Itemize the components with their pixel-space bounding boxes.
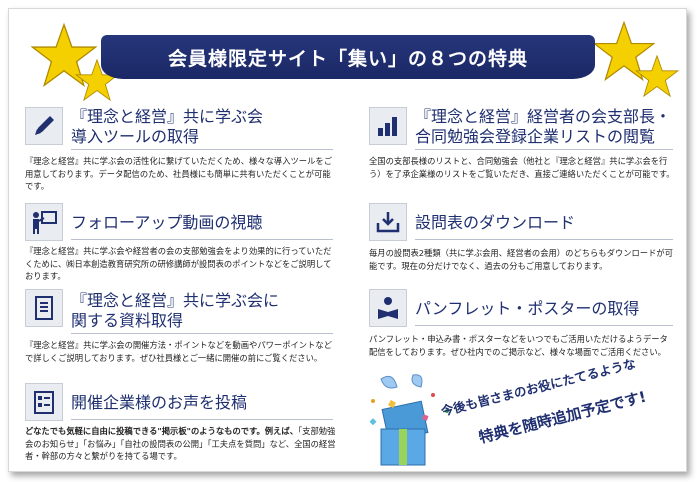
divider — [71, 239, 333, 240]
download-icon — [369, 203, 407, 241]
divider — [415, 325, 673, 326]
gift-box-icon — [363, 371, 483, 471]
star-icon — [593, 21, 655, 81]
feature-6-title: パンフレット・ポスターの取得 — [415, 299, 640, 318]
feature-7-desc-bold: どなたでも気軽に自由に投稿できる"掲示板"のようなものです。例えば、 — [25, 426, 298, 436]
feature-4-desc: 毎月の設問表2種類（共に学ぶ会用、経営者の会用）のどちらもダウンロードが可能です… — [369, 248, 673, 271]
feature-6-desc: パンフレット・申込み書・ポスターなどをいつでもご活用いただけるようデータ配信をし… — [369, 334, 668, 357]
feature-7-desc-body: 「支部勉強会のお知らせ」「お悩み」「自社の設問表の公開」「工夫点を質問」など、全… — [25, 426, 336, 461]
feature-7-desc: どなたでも気軽に自由に投稿できる"掲示板"のようなものです。例えば、「支部勉強会… — [25, 425, 341, 463]
feature-3-title: フォローアップ動画の視聴 — [71, 213, 263, 232]
checklist-icon — [25, 383, 63, 421]
divider — [71, 333, 333, 334]
divider — [415, 239, 673, 240]
reader-icon — [369, 289, 407, 327]
divider — [415, 149, 673, 150]
star-icon — [31, 23, 97, 87]
page-frame: 会員様限定サイト「集い」の８つの特典 『理念と経営』共に学ぶ会 導入ツールの取得… — [8, 8, 687, 472]
feature-3-desc: 『理念と経営』共に学ぶ会や経営者の会の支部勉強会をより効果的に行っていただくため… — [25, 246, 332, 281]
divider — [71, 419, 333, 420]
feature-7-title: 開催企業様のお声を投稿 — [71, 393, 248, 412]
divider — [71, 149, 333, 150]
document-icon — [25, 289, 63, 327]
pen-icon — [25, 107, 63, 145]
feature-5-title: 『理念と経営』共に学ぶ会に 関する資料取得 — [71, 291, 280, 330]
feature-2-desc: 全国の支部長様のリストと、合同勉強会（他社と『理念と経営』共に学ぶ会を行う）を了… — [369, 156, 675, 179]
feature-4-title: 設問表のダウンロード — [415, 213, 576, 232]
star-icon — [635, 55, 679, 97]
page-title: 会員様限定サイト「集い」の８つの特典 — [167, 47, 528, 70]
feature-1-title: 『理念と経営』共に学ぶ会 導入ツールの取得 — [71, 107, 264, 146]
bar-chart-icon — [369, 107, 407, 145]
feature-5-desc: 『理念と経営』共に学ぶ会の開催方法・ポイントなどを動画やパワーポイントなどで詳し… — [25, 340, 332, 363]
page-title-banner: 会員様限定サイト「集い」の８つの特典 — [101, 35, 595, 79]
feature-2-title: 『理念と経営』経営者の会支部長・ 合同勉強会登録企業リストの閲覧 — [415, 107, 672, 146]
feature-1-desc: 『理念と経営』共に学ぶ会の活性化に繋げていただくため、様々な導入ツールをご用意し… — [25, 156, 332, 191]
presenter-icon — [25, 203, 63, 241]
